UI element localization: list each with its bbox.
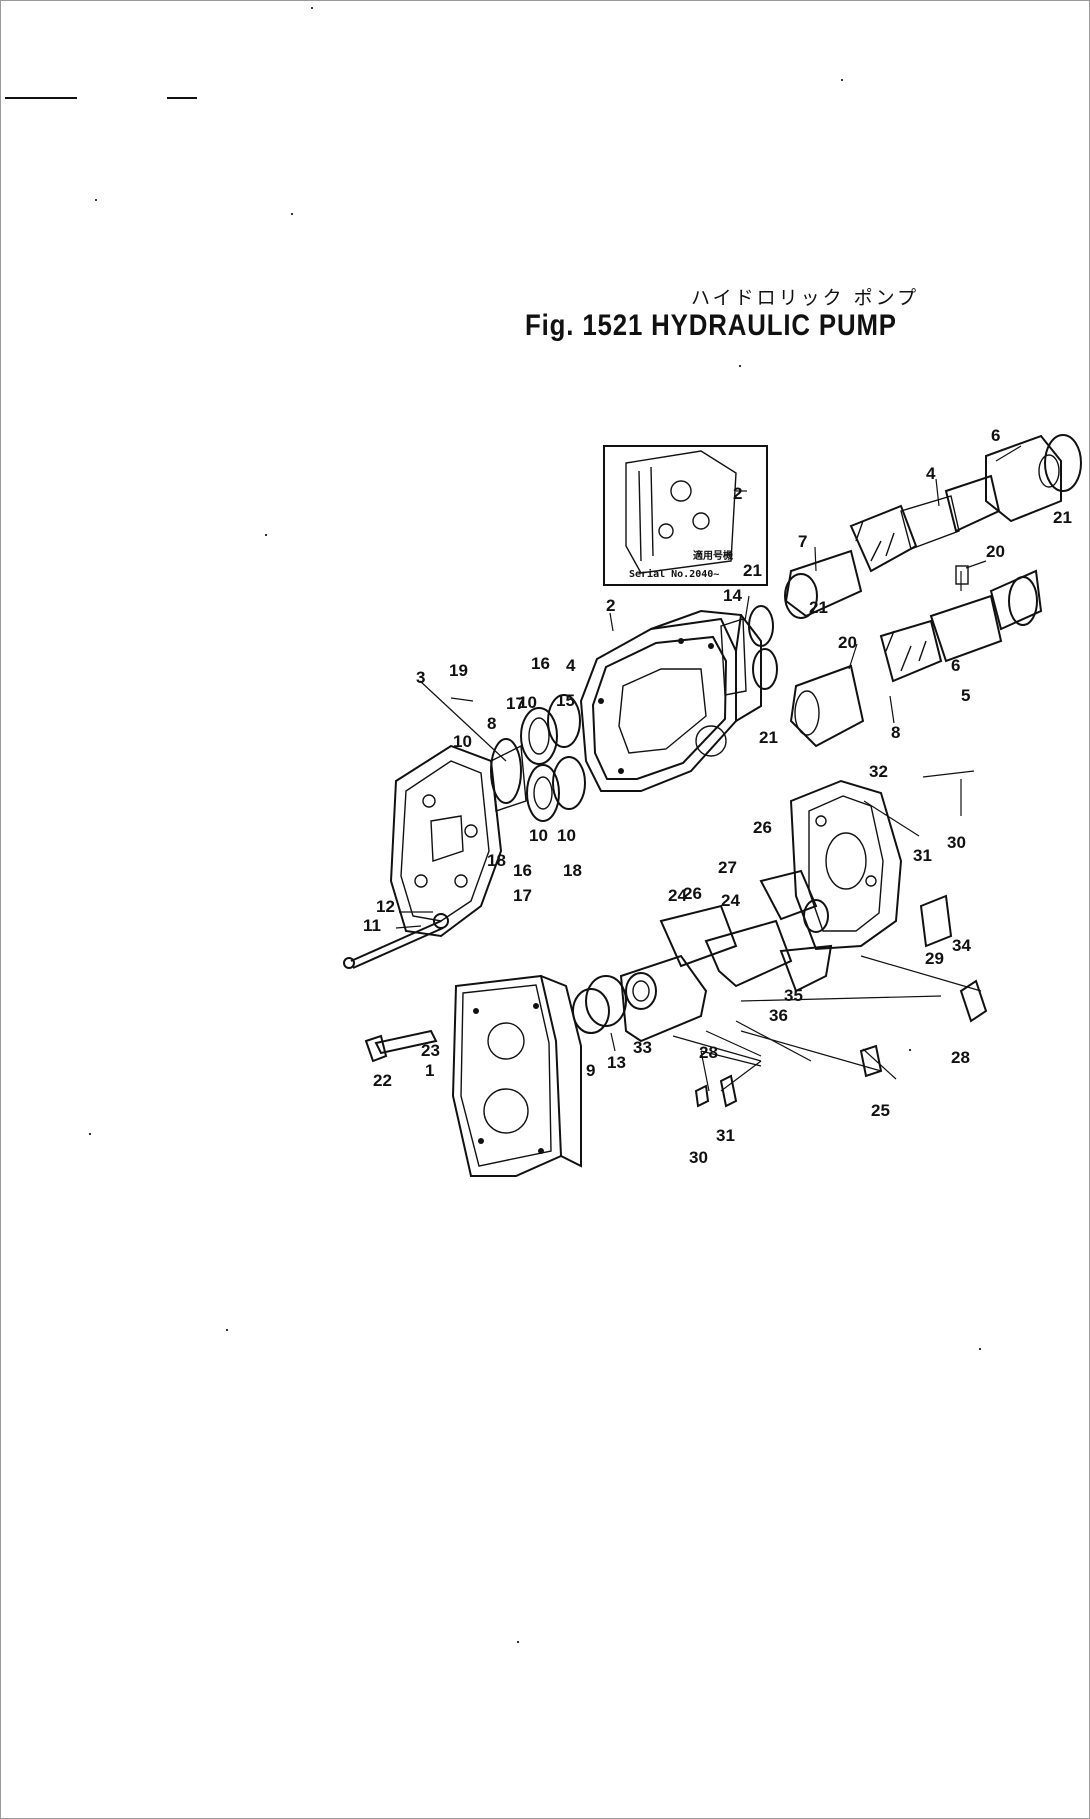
bushings bbox=[720, 605, 778, 696]
scan-speck bbox=[311, 7, 313, 9]
through-bolt bbox=[343, 913, 449, 969]
callout-number: 21 bbox=[809, 598, 828, 617]
callout-number: 18 bbox=[563, 861, 582, 880]
callout-number: 3 bbox=[416, 668, 425, 687]
seal-plates bbox=[490, 694, 586, 822]
serial-inset: 適用号機 Serial No.2040~ bbox=[603, 445, 768, 586]
callout-number: 11 bbox=[363, 916, 381, 935]
callout-number: 34 bbox=[952, 936, 971, 955]
callout-number: 26 bbox=[753, 818, 772, 837]
scan-speck bbox=[841, 79, 843, 81]
mounting-flange bbox=[694, 779, 988, 1108]
driven-gear-shaft-lower bbox=[789, 565, 1043, 748]
callout-number: 10 bbox=[529, 826, 548, 845]
leader-lines bbox=[395, 445, 1022, 1092]
callout-number: 12 bbox=[376, 897, 395, 916]
callout-number: 18 bbox=[487, 851, 506, 870]
callout-number: 32 bbox=[869, 762, 888, 781]
callout-number: 6 bbox=[951, 656, 960, 675]
callout-number: 29 bbox=[925, 949, 944, 968]
port-fitting bbox=[572, 869, 833, 1043]
callout-number: 26 bbox=[683, 884, 702, 903]
callout-number: 17 bbox=[513, 886, 532, 905]
callout-number: 27 bbox=[718, 858, 737, 877]
rear-cover bbox=[389, 744, 503, 938]
callout-number: 16 bbox=[513, 861, 532, 880]
callout-number: 14 bbox=[723, 586, 742, 605]
callout-number: 25 bbox=[871, 1101, 890, 1120]
scan-speck bbox=[265, 534, 267, 536]
scan-speck bbox=[517, 1641, 519, 1643]
callout-number: 24 bbox=[721, 891, 740, 910]
scan-speck bbox=[89, 1133, 91, 1135]
callout-number: 30 bbox=[947, 833, 966, 852]
scan-speck bbox=[291, 213, 293, 215]
callout-number: 22 bbox=[373, 1071, 392, 1090]
callout-number: 15 bbox=[556, 691, 575, 710]
callout-numbers: 2216421720142122120658184191031716810151… bbox=[363, 426, 1072, 1167]
callout-number: 30 bbox=[689, 1148, 708, 1167]
header-rule-left bbox=[5, 97, 77, 99]
callout-number: 8 bbox=[487, 714, 496, 733]
callout-number: 7 bbox=[798, 532, 807, 551]
callout-number: 2 bbox=[606, 596, 615, 615]
callout-number: 28 bbox=[699, 1043, 718, 1062]
callout-number: 35 bbox=[784, 986, 803, 1005]
callout-number: 1 bbox=[425, 1061, 434, 1080]
callout-number: 5 bbox=[961, 686, 970, 705]
pump-housing bbox=[579, 609, 762, 792]
callout-number: 33 bbox=[633, 1038, 652, 1057]
callout-number: 16 bbox=[531, 654, 550, 673]
callout-number: 4 bbox=[926, 464, 936, 483]
callout-number: 10 bbox=[453, 732, 472, 751]
callout-number: 20 bbox=[986, 542, 1005, 561]
callout-number: 24 bbox=[668, 886, 687, 905]
figure-title: Fig. 1521 HYDRAULIC PUMP bbox=[525, 309, 897, 342]
callout-number: 17 bbox=[506, 694, 525, 713]
scan-speck bbox=[226, 1329, 228, 1331]
callout-number: 2 bbox=[733, 484, 742, 503]
callout-number: 4 bbox=[566, 656, 576, 675]
callout-number: 21 bbox=[1053, 508, 1072, 527]
callout-number: 28 bbox=[951, 1048, 970, 1067]
scan-speck bbox=[979, 1348, 981, 1350]
callout-number: 31 bbox=[913, 846, 932, 865]
callout-number: 13 bbox=[607, 1053, 626, 1072]
callout-number: 23 bbox=[421, 1041, 440, 1060]
callout-number: 9 bbox=[586, 1061, 595, 1080]
callout-number: 8 bbox=[891, 723, 900, 742]
callout-number: 21 bbox=[743, 561, 762, 580]
inset-text-jp: 適用号機 bbox=[693, 549, 733, 562]
callout-number: 10 bbox=[518, 693, 537, 712]
scan-speck bbox=[95, 199, 97, 201]
figure-title-japanese: ハイドロリック ポンプ bbox=[691, 287, 920, 309]
callout-number: 6 bbox=[991, 426, 1000, 445]
drive-gear-shaft-upper bbox=[784, 434, 1082, 619]
front-flange bbox=[364, 974, 582, 1177]
scan-speck bbox=[909, 1049, 911, 1051]
callout-number: 21 bbox=[759, 728, 778, 747]
scan-speck bbox=[739, 365, 741, 367]
header-rule-right bbox=[167, 97, 197, 99]
inset-serial-text: Serial No.2040~ bbox=[629, 568, 719, 580]
callout-number: 19 bbox=[449, 661, 468, 680]
callout-number: 31 bbox=[716, 1126, 735, 1145]
callout-number: 20 bbox=[838, 633, 857, 652]
callout-number: 36 bbox=[769, 1006, 788, 1025]
callout-number: 10 bbox=[557, 826, 576, 845]
